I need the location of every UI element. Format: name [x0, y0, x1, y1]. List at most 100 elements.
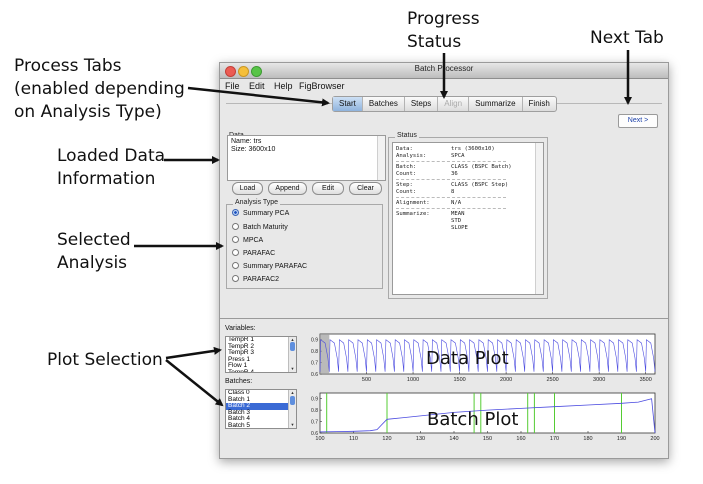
clear-button[interactable]: Clear — [349, 182, 382, 195]
status-value: 8 — [451, 189, 455, 195]
tab-finish[interactable]: Finish — [528, 99, 550, 108]
y-tick-label: 0.7 — [311, 361, 318, 367]
selected-range — [320, 334, 330, 374]
y-tick-label: 0.6 — [311, 372, 318, 378]
tab-summarize[interactable]: Summarize — [469, 97, 523, 111]
scroll-up-icon[interactable]: ▲ — [290, 390, 295, 395]
radio-batch-maturity[interactable]: Batch Maturity — [232, 222, 288, 233]
list-item[interactable]: Batch 4 — [228, 415, 251, 422]
annotation-data-plot: Data Plot — [426, 348, 509, 369]
data-name-line: Name: trs — [231, 138, 262, 145]
list-item[interactable]: Batch 3 — [228, 408, 251, 416]
analysis-type-group: Analysis Type — [226, 199, 383, 289]
list-item[interactable]: TempR 1 — [228, 336, 255, 343]
annotation-line: Progress — [407, 9, 480, 29]
status-value: CLASS (BSPC Batch) — [451, 164, 512, 170]
menu-file[interactable]: File — [225, 81, 240, 91]
radio-label: Summary PCA — [243, 210, 290, 217]
data-info-scrollbar[interactable] — [377, 136, 385, 180]
annotation-line: Process Tabs — [14, 56, 122, 76]
next-button[interactable]: Next > — [618, 114, 658, 128]
status-key: Summarize: — [396, 211, 430, 217]
x-tick-label: 1000 — [407, 377, 419, 383]
data-info-box: Name: trs Size: 3600x10 — [227, 135, 386, 181]
scroll-down-icon[interactable]: ▼ — [290, 421, 295, 427]
scroll-thumb[interactable] — [290, 342, 295, 351]
status-key: Alignment: — [396, 200, 430, 206]
batches-label: Batches: — [225, 378, 253, 385]
annotation-line: Loaded Data — [57, 146, 166, 166]
annotation-line: (enabled depending — [14, 79, 185, 99]
radio-label: Summary PARAFAC — [243, 263, 308, 270]
tab-align: Align — [438, 97, 470, 111]
list-item[interactable]: Press 1 — [228, 355, 251, 363]
scroll-down-icon[interactable]: ▼ — [290, 365, 295, 371]
status-divider — [396, 179, 506, 180]
x-tick-label: 120 — [382, 436, 391, 442]
list-item[interactable]: Class 0 — [228, 389, 250, 396]
radio-label: MPCA — [243, 237, 264, 244]
tab-steps[interactable]: Steps — [405, 97, 439, 111]
radio-selected-icon — [232, 208, 239, 216]
radio-icon — [232, 261, 239, 269]
scroll-thumb[interactable] — [290, 396, 295, 405]
menu-help[interactable]: Help — [274, 81, 293, 91]
close-window-icon[interactable] — [225, 66, 236, 77]
x-tick-label: 1500 — [453, 377, 465, 383]
load-button[interactable]: Load — [232, 182, 263, 195]
list-item[interactable]: Batch 2 — [226, 402, 296, 410]
status-value: N/A — [451, 200, 462, 206]
annotation-line: on Analysis Type) — [14, 102, 162, 122]
minimize-window-icon[interactable] — [238, 66, 249, 77]
list-item[interactable]: TempR 2 — [228, 342, 255, 350]
radio-mpca[interactable]: MPCA — [232, 235, 264, 246]
status-value: SLOPE — [451, 225, 468, 231]
status-key: Analysis: — [396, 153, 427, 159]
list-item[interactable]: TempR 3 — [228, 349, 255, 356]
scroll-up-icon[interactable]: ▲ — [290, 337, 295, 342]
status-key: Count: — [396, 189, 417, 195]
radio-summary-parafac[interactable]: Summary PARAFAC — [232, 261, 308, 272]
radio-icon — [232, 222, 239, 230]
x-tick-label: 150 — [483, 436, 492, 442]
list-item[interactable]: TempR 4 — [228, 368, 255, 373]
annotation-batch-plot: Batch Plot — [427, 409, 519, 430]
list-item[interactable]: Flow 1 — [228, 362, 248, 369]
status-scrollbar[interactable] — [535, 143, 543, 294]
status-divider — [396, 161, 506, 162]
y-tick-label: 0.8 — [311, 349, 318, 355]
status-divider — [396, 197, 506, 198]
edit-button[interactable]: Edit — [312, 182, 344, 195]
y-tick-label: 0.8 — [311, 408, 318, 414]
x-tick-label: 100 — [315, 436, 324, 442]
radio-parafac[interactable]: PARAFAC — [232, 248, 275, 259]
append-button[interactable]: Append — [268, 182, 307, 195]
tab-batches[interactable]: Batches — [363, 97, 405, 111]
analysis-type-label: Analysis Type — [233, 199, 281, 206]
x-tick-label: 2500 — [547, 377, 559, 383]
variables-label: Variables: — [225, 325, 256, 332]
radio-label: PARAFAC2 — [243, 276, 280, 283]
status-value: CLASS (BSPC Step) — [451, 182, 509, 188]
menu-figbrowser[interactable]: FigBrowser — [299, 81, 345, 91]
annotation-next-tab: Next Tab — [590, 28, 664, 48]
data-size-line: Size: 3600x10 — [231, 146, 276, 153]
list-item[interactable]: Batch 1 — [228, 395, 251, 403]
list-item[interactable]: Batch 5 — [228, 421, 251, 429]
menu-edit[interactable]: Edit — [249, 81, 265, 91]
variables-scrollbar[interactable]: ▲ ▼ — [288, 337, 296, 372]
arrow-process-tabs — [187, 86, 330, 107]
radio-parafac2[interactable]: PARAFAC2 — [232, 274, 280, 285]
annotation-loaded-data: Loaded Data Information — [57, 145, 165, 191]
zoom-window-icon[interactable] — [251, 66, 262, 77]
batches-scrollbar[interactable]: ▲ ▼ — [288, 390, 296, 428]
tab-start[interactable]: Start — [333, 97, 363, 111]
y-tick-label: 0.9 — [311, 338, 318, 344]
status-label: Status — [395, 132, 419, 139]
radio-icon — [232, 248, 239, 256]
radio-summary-pca[interactable]: Summary PCA — [232, 208, 290, 219]
